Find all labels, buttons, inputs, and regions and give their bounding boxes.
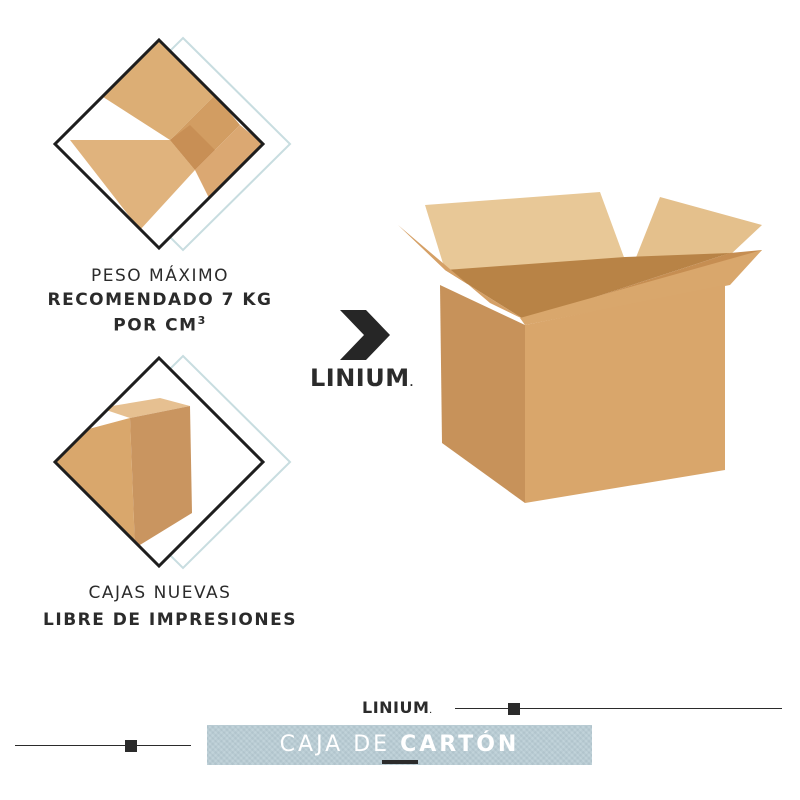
feature-weight-line3: POR CM3: [40, 314, 280, 336]
diamond-outline: [52, 37, 266, 251]
banner-text-light: CAJA DE: [279, 732, 401, 757]
feature-weight-line2: RECOMENDADO 7 KG: [47, 290, 273, 310]
footer-banner: CAJA DE CARTÓN: [207, 725, 592, 765]
footer-divider-marker-right: [508, 703, 520, 715]
footer-divider-marker-left: [125, 740, 137, 752]
footer-divider-right: [455, 708, 782, 709]
banner-underline: [382, 760, 418, 764]
open-box-diamond-image: [52, 36, 292, 252]
feature-new-line1: CAJAS NUEVAS: [88, 583, 232, 603]
brand-mark: .: [409, 378, 414, 389]
footer-brand-name: LINIUM: [362, 698, 430, 717]
brand-logo: LINIUM.: [310, 364, 414, 392]
brand-name: LINIUM: [310, 364, 410, 392]
footer-brand-mark: .: [429, 707, 433, 715]
banner-text-bold: CARTÓN: [400, 732, 520, 757]
feature-weight-line1: PESO MÁXIMO: [90, 266, 230, 286]
footer-brand-logo: LINIUM.: [362, 698, 432, 717]
chevron-right-icon: [340, 310, 390, 360]
feature-new-line2: LIBRE DE IMPRESIONES: [43, 610, 297, 630]
feature-weight-unit: POR CM: [113, 315, 198, 336]
diamond-outline: [52, 355, 266, 569]
closed-box-diamond-image: [52, 354, 292, 570]
footer-divider-left: [15, 745, 191, 746]
cardboard-box-image: [398, 192, 762, 503]
feature-weight-unit-exponent: 3: [197, 314, 207, 327]
